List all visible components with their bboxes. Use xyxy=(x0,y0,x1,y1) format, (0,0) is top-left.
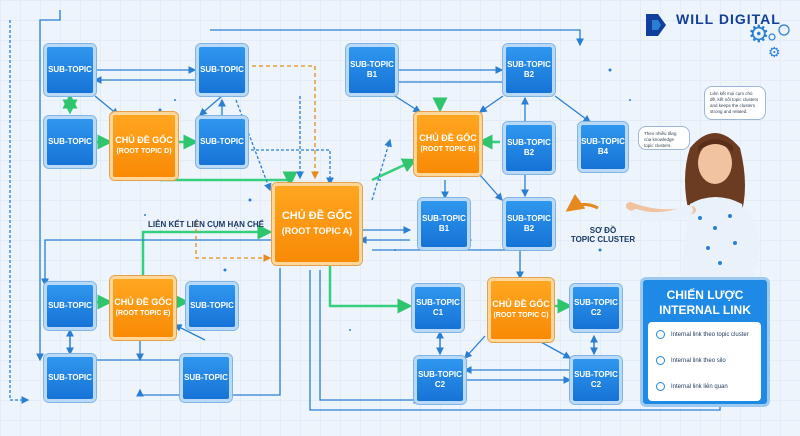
root-topic-b[interactable]: CHỦ ĐỀ GỐC (ROOT TOPIC B) xyxy=(414,112,482,176)
strategy-list: Internal link theo topic cluster Interna… xyxy=(648,322,761,401)
cluster-pointer-arrow xyxy=(565,193,599,212)
sub-topic-b2-top[interactable]: SUB-TOPIC B2 xyxy=(503,44,555,96)
limited-link-label: LIÊN KẾT LIÊN CỤM HẠN CHẾ xyxy=(148,220,264,229)
sub-topic-d-4[interactable]: SUB-TOPIC xyxy=(196,116,248,168)
root-topic-c-subtitle: (ROOT TOPIC C) xyxy=(493,312,549,319)
root-topic-a-subtitle: (ROOT TOPIC A) xyxy=(281,226,353,236)
root-topic-d-subtitle: (ROOT TOPIC D) xyxy=(116,148,172,155)
strategy-item: Internal link theo silo xyxy=(656,356,726,365)
link-a-c xyxy=(328,266,413,314)
cluster-diagram-label: SƠ ĐỒ TOPIC CLUSTER xyxy=(568,226,638,244)
sub-topic-e-4[interactable]: SUB-TOPIC xyxy=(180,354,232,402)
sub-topic-b2-bottom[interactable]: SUB-TOPIC B2 xyxy=(503,198,555,250)
orange-dashed-links xyxy=(195,65,319,262)
strategy-panel-title: CHIẾN LƯỢC INTERNAL LINK xyxy=(659,288,751,317)
presenter-illustration xyxy=(626,133,760,278)
cluster-diagram-label-1: SƠ ĐỒ xyxy=(589,226,617,235)
root-topic-e-title: CHỦ ĐỀ GỐC xyxy=(114,297,172,307)
sub-topic-e-2[interactable]: SUB-TOPIC xyxy=(186,282,238,330)
sub-topic-b4[interactable]: SUB-TOPIC B4 xyxy=(578,122,628,172)
gear-icon: ⚙ xyxy=(748,21,770,48)
brand-logo xyxy=(646,14,790,41)
sub-topic-d-2[interactable]: SUB-TOPIC xyxy=(196,44,248,96)
sub-topic-d-3[interactable]: SUB-TOPIC xyxy=(44,116,96,168)
root-topic-b-subtitle: (ROOT TOPIC B) xyxy=(420,146,476,153)
root-topic-c[interactable]: CHỦ ĐỀ GỐC (ROOT TOPIC C) xyxy=(488,278,554,342)
root-topic-e[interactable]: CHỦ ĐỀ GỐC (ROOT TOPIC E) xyxy=(110,276,176,340)
sub-topic-c1[interactable]: SUB-TOPIC C1 xyxy=(412,284,464,332)
sub-topic-e-3[interactable]: SUB-TOPIC xyxy=(44,354,96,402)
strategy-item-text: Internal link theo topic cluster xyxy=(671,331,749,338)
sub-topic-b1-top[interactable]: SUB-TOPIC B1 xyxy=(346,44,398,96)
link-icon xyxy=(656,382,665,391)
link-d-a xyxy=(160,171,298,187)
strategy-item: Internal link theo topic cluster xyxy=(656,330,749,339)
root-topic-d[interactable]: CHỦ ĐỀ GỐC (ROOT TOPIC D) xyxy=(110,112,178,180)
sub-topic-b2-mid[interactable]: SUB-TOPIC B2 xyxy=(503,122,555,174)
root-topic-c-title: CHỦ ĐỀ GỐC xyxy=(492,299,550,309)
sub-topic-b1-bottom[interactable]: SUB-TOPIC B1 xyxy=(418,198,470,250)
root-topic-a[interactable]: CHỦ ĐỀ GỐC (ROOT TOPIC A) xyxy=(272,183,362,265)
link-icon xyxy=(656,356,665,365)
gear-small-icon: ⚙ xyxy=(768,44,781,60)
link-e-a xyxy=(141,224,273,278)
brand-name: WILL DIGITAL xyxy=(676,11,781,27)
strategy-panel: CHIẾN LƯỢC INTERNAL LINK Internal link t… xyxy=(640,277,770,407)
link-a-b xyxy=(371,158,418,182)
strategy-item: Internal link liên quan xyxy=(656,382,728,391)
root-topic-a-title: CHỦ ĐỀ GỐC xyxy=(281,210,353,222)
strategy-item-text: Internal link theo silo xyxy=(671,357,726,364)
link-icon xyxy=(656,330,665,339)
decorative-dots xyxy=(144,68,631,331)
root-topic-b-title: CHỦ ĐỀ GỐC xyxy=(419,133,477,143)
cluster-diagram-label-2: TOPIC CLUSTER xyxy=(570,235,636,244)
root-topic-e-subtitle: (ROOT TOPIC E) xyxy=(115,310,171,317)
sub-topic-d-1[interactable]: SUB-TOPIC xyxy=(44,44,96,96)
strategy-item-text: Internal link liên quan xyxy=(671,383,728,390)
speech-bubble-left: Theo nhiều tầng của knowledge topic clus… xyxy=(638,126,690,150)
root-topic-d-title: CHỦ ĐỀ GỐC xyxy=(115,135,173,145)
sub-topic-e-1[interactable]: SUB-TOPIC xyxy=(44,282,96,330)
sub-topic-c2-right[interactable]: SUB-TOPIC C2 xyxy=(570,356,622,404)
sub-topic-c2-left[interactable]: SUB-TOPIC C2 xyxy=(414,356,466,404)
sub-topic-c2-top[interactable]: SUB-TOPIC C2 xyxy=(570,284,622,332)
speech-bubble-top: Liên kết mọi cụm chủ đề, kết nối topic c… xyxy=(704,86,766,120)
